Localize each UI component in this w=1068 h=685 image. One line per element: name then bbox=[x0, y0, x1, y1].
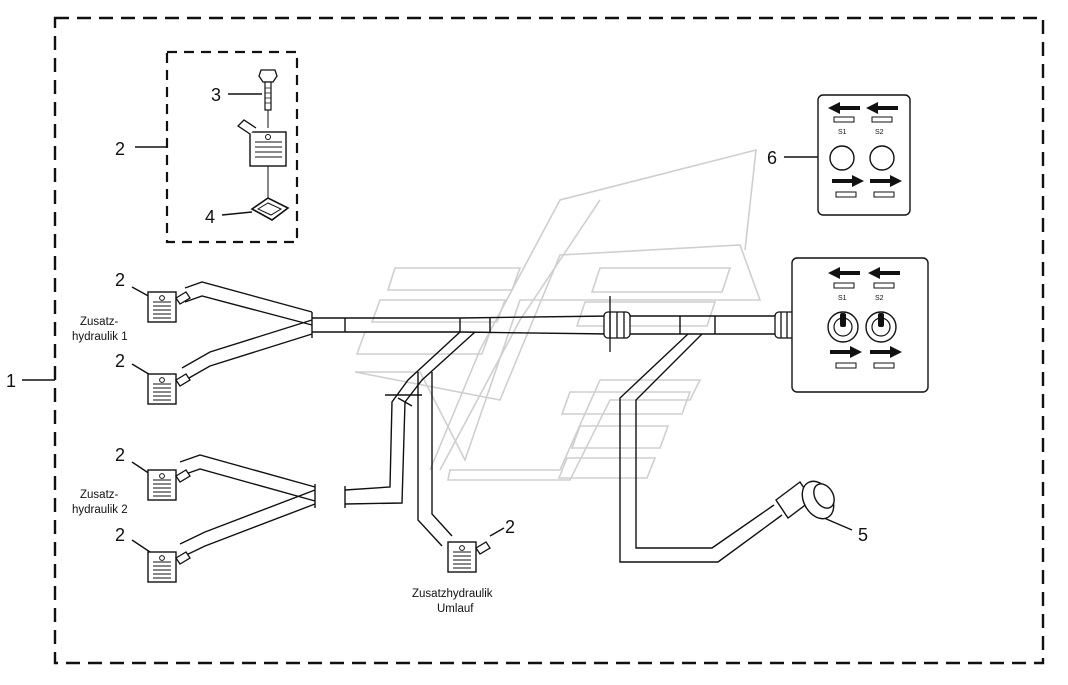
callout-2-hydraulik2-upper: 2 bbox=[115, 445, 125, 465]
arrow-left-icon bbox=[828, 267, 860, 279]
s2-label: S2 bbox=[875, 129, 884, 136]
switch-s2-icon bbox=[869, 145, 895, 171]
seal-gasket-icon bbox=[250, 197, 290, 221]
label-zusatzhydraulik2-line1: Zusatz- bbox=[80, 489, 119, 501]
callout-2-hydraulik2-lower: 2 bbox=[115, 525, 125, 545]
callout-2-inset: 2 bbox=[115, 139, 125, 159]
label-zusatzhydraulik1-line1: Zusatz- bbox=[80, 316, 119, 328]
harness-cables bbox=[179, 281, 783, 563]
cable-gland-icon bbox=[603, 296, 631, 352]
switch-plate: S1 S2 bbox=[817, 94, 911, 216]
arrow-right-icon bbox=[830, 346, 862, 358]
callout-1: 1 bbox=[6, 371, 16, 391]
valve-plug-hydraulik1-lower bbox=[147, 373, 191, 405]
screw-icon bbox=[258, 69, 278, 111]
arrow-right-icon bbox=[832, 175, 864, 187]
callout-3: 3 bbox=[211, 85, 221, 105]
label-zusatzhydraulik2-line2: hydraulik 2 bbox=[72, 504, 128, 516]
callout-2-hydraulik1-upper: 2 bbox=[115, 270, 125, 290]
label-umlauf-line2: Umlauf bbox=[437, 603, 474, 615]
socket-connector-icon bbox=[775, 480, 835, 520]
label-zusatzhydraulik1-line2: hydraulik 1 bbox=[72, 331, 128, 343]
switch-box: S1 S2 bbox=[791, 257, 929, 393]
arrow-right-icon bbox=[870, 346, 902, 358]
watermark-logo bbox=[354, 148, 762, 481]
callout-4: 4 bbox=[205, 207, 215, 227]
callout-5: 5 bbox=[858, 525, 868, 545]
s2-label: S2 bbox=[875, 295, 884, 302]
valve-plug-icon bbox=[236, 119, 287, 167]
toggle-switch-s2-icon bbox=[865, 311, 897, 343]
arrow-left-icon bbox=[866, 102, 898, 114]
arrow-left-icon bbox=[868, 267, 900, 279]
harness-kit-frame bbox=[53, 16, 1045, 665]
switch-s1-icon bbox=[829, 145, 855, 171]
callout-2-umlauf: 2 bbox=[505, 517, 515, 537]
callout-6: 6 bbox=[767, 148, 777, 168]
valve-plug-umlauf bbox=[447, 541, 491, 573]
arrow-right-icon bbox=[870, 175, 902, 187]
plug-detail-inset bbox=[135, 50, 299, 244]
valve-plug-hydraulik2-lower bbox=[147, 551, 191, 583]
s1-label: S1 bbox=[838, 129, 847, 136]
toggle-switch-s1-icon bbox=[827, 311, 859, 343]
callout-2-hydraulik1-lower: 2 bbox=[115, 351, 125, 371]
s1-label: S1 bbox=[838, 295, 847, 302]
label-umlauf-line1: Zusatzhydraulik bbox=[412, 588, 493, 600]
arrow-left-icon bbox=[828, 102, 860, 114]
valve-plug-hydraulik2-upper bbox=[147, 469, 191, 501]
valve-plug-hydraulik1-upper bbox=[147, 291, 191, 323]
